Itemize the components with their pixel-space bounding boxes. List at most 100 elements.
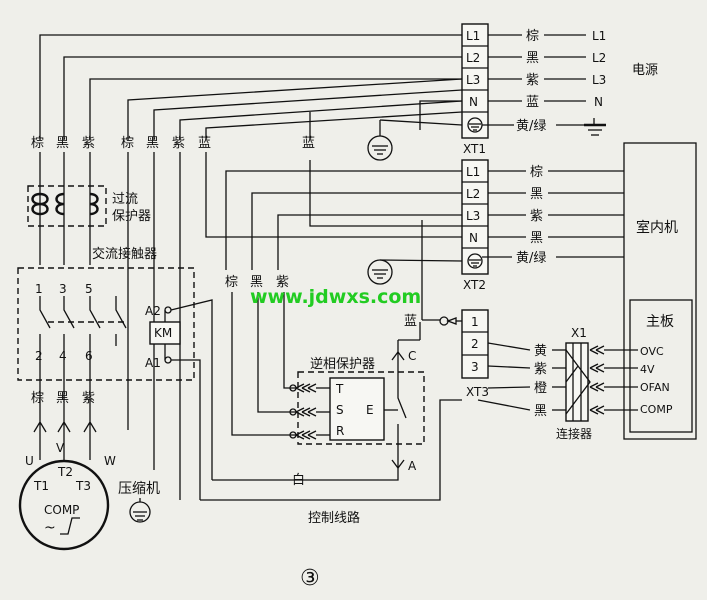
xt1-wire-color-2: 黑	[526, 51, 539, 66]
a1-label: A1	[145, 356, 161, 370]
board-signal-ovc: OVC	[640, 345, 664, 358]
xt1-name: XT1	[463, 142, 486, 156]
km-label: KM	[154, 326, 172, 340]
white-wire-label: 白	[292, 472, 305, 488]
contactor-num-6: 6	[85, 349, 93, 363]
mid-top-color-2: 黑	[146, 136, 159, 151]
xt2-name: XT2	[463, 278, 486, 292]
xt2-wire-color-4: 黑	[530, 231, 543, 246]
motor-phase-v: V	[56, 441, 65, 455]
xt3-name: XT3	[466, 385, 489, 399]
left-bottom-color-2: 黑	[56, 391, 69, 406]
xt1-wire-color-1: 棕	[526, 29, 539, 44]
terminal-block-xt2: L1 L2 L3 N XT2	[461, 159, 489, 292]
control-loop: 白 控制线路	[200, 399, 462, 526]
xt1-terminal-l3: L3	[466, 73, 480, 87]
terminal-block-xt1: L1 L2 L3 N XT1	[461, 23, 489, 156]
left-top-color-2: 黑	[56, 136, 69, 151]
comp-label: COMP	[44, 503, 79, 517]
trunk-wires	[39, 34, 463, 436]
motor-leads: U V W	[25, 420, 116, 468]
ac-contactor: 交流接触器 1 3 5 2 4 6 KM A2 A1	[17, 246, 213, 500]
contactor-num-4: 4	[59, 349, 67, 363]
mid-top-color-4: 蓝	[198, 136, 211, 151]
xt1-terminal-l1: L1	[466, 29, 480, 43]
left-top-color-3: 紫	[82, 136, 95, 151]
phase-terminal-e: E	[366, 403, 374, 417]
overcurrent-protector: 过流 保护器	[27, 152, 151, 265]
mid-top-color-1: 棕	[121, 136, 134, 151]
x1-wire-color-4: 黑	[534, 404, 547, 419]
xt1-wire-color-3: 紫	[526, 73, 539, 88]
xt3-left-color: 蓝	[404, 314, 417, 329]
xt2-ground-color: 黄/绿	[516, 251, 546, 266]
xt3-terminal-1: 1	[471, 315, 479, 329]
xt1-wire-color-4: 蓝	[526, 95, 539, 110]
compressor-label: 压缩机	[118, 481, 160, 497]
motor-terminal-t3: T3	[75, 479, 91, 493]
xt2-wire-color-1: 棕	[530, 165, 543, 180]
xt2-wire-color-3: 紫	[530, 209, 543, 224]
mid-top-color-3: 紫	[172, 136, 185, 151]
mid-bottom-color-3: 紫	[276, 275, 289, 290]
indoor-unit-label: 室内机	[636, 219, 678, 236]
overcurrent-label-line1: 过流	[112, 192, 138, 207]
tilde-symbol: ~	[44, 520, 56, 536]
x1-wire-color-3: 橙	[534, 381, 547, 396]
indoor-wires: 棕 黑 紫 黑 黄/绿	[482, 165, 624, 266]
xt3-terminal-3: 3	[471, 360, 479, 374]
motor-phase-w: W	[104, 454, 116, 468]
figure-number: ③	[300, 566, 320, 591]
contactor-num-2: 2	[35, 349, 43, 363]
phase-terminal-r: R	[336, 424, 344, 438]
xt2-terminal-l1: L1	[466, 165, 480, 179]
xt2-terminal-n: N	[469, 231, 478, 245]
contactor-label: 交流接触器	[92, 246, 157, 262]
motor-terminal-t2: T2	[57, 465, 73, 479]
board-signal-ofan: OFAN	[640, 381, 670, 394]
left-bottom-color-3: 紫	[82, 391, 95, 406]
contactor-num-3: 3	[59, 282, 67, 296]
xt1-ground-color: 黄/绿	[516, 119, 546, 134]
phase-terminal-s: S	[336, 403, 344, 417]
power-line-n: N	[594, 95, 603, 109]
relay-c-label: C	[408, 349, 416, 363]
relay-a-label: A	[408, 459, 417, 473]
contactor-num-5: 5	[85, 282, 93, 296]
board-signal-comp: COMP	[640, 403, 673, 416]
mid-bottom-color-2: 黑	[250, 275, 263, 290]
phase-protector-label: 逆相保护器	[310, 356, 375, 372]
mid-bottom-color-1: 棕	[225, 275, 238, 290]
left-top-color-1: 棕	[31, 136, 44, 151]
main-board-label: 主板	[646, 314, 674, 330]
power-line-l1: L1	[592, 29, 606, 43]
power-label: 电源	[632, 63, 658, 78]
motor-phase-u: U	[25, 454, 34, 468]
contactor-num-1: 1	[35, 282, 43, 296]
left-bottom-color-1: 棕	[31, 391, 44, 406]
x1-wire-color-1: 黄	[534, 344, 547, 359]
indoor-unit: 室内机 主板 OVC 4V OFAN COMP	[623, 142, 697, 440]
xt1-terminal-l2: L2	[466, 51, 480, 65]
board-signal-4v: 4V	[640, 363, 655, 376]
x1-connector-label: 连接器	[556, 426, 592, 441]
compressor: T1 T2 T3 COMP ~ 压缩机	[18, 459, 160, 551]
power-line-l2: L2	[592, 51, 606, 65]
watermark: www.jdwxs.com	[250, 286, 421, 308]
xt2-terminal-l3: L3	[466, 209, 480, 223]
xt2-wire-color-2: 黑	[530, 187, 543, 202]
phase-protector: 逆相保护器 T S R E C A	[289, 322, 425, 473]
xt2-terminal-l2: L2	[466, 187, 480, 201]
xt3-terminal-2: 2	[471, 337, 479, 351]
x1-wire-color-2: 紫	[534, 362, 547, 377]
overcurrent-label-line2: 保护器	[112, 209, 151, 224]
motor-terminal-t1: T1	[33, 479, 49, 493]
phase-terminal-t: T	[335, 382, 344, 396]
x1-name: X1	[571, 326, 587, 340]
power-line-l3: L3	[592, 73, 606, 87]
a2-label: A2	[145, 304, 161, 318]
connector-x1: X1 黄 紫 橙 黑 连接器	[534, 326, 638, 441]
power-input-wires: 棕 黑 紫 蓝 黄/绿 L1 L2 L3 N 电源	[482, 29, 658, 136]
xt1-blue-label: 蓝	[302, 136, 315, 151]
